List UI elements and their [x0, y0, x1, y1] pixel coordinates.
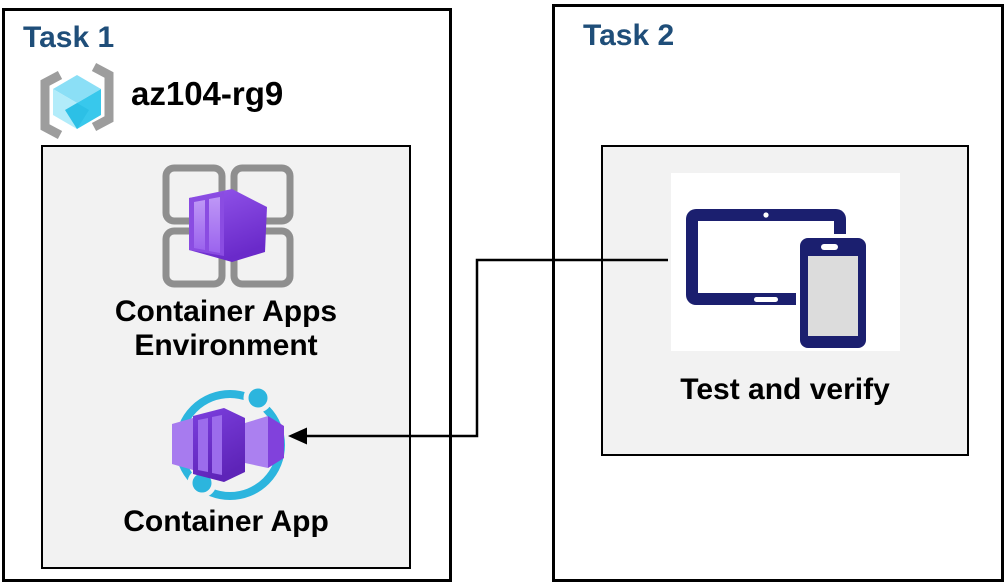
devices-icon-panel: [671, 173, 900, 351]
task2-panel: Test and verify: [601, 145, 969, 456]
container-apps-environment-label: Container Apps Environment: [114, 295, 338, 362]
task1-resource-panel: Container Apps Environment: [41, 145, 411, 569]
container-app-label: Container App: [123, 505, 329, 538]
test-and-verify-label: Test and verify: [680, 373, 890, 406]
resource-group-icon: [40, 63, 114, 139]
task1-box: Task 1 az104-rg9: [2, 8, 452, 582]
devices-icon: [686, 209, 870, 351]
resource-group-name: az104-rg9: [131, 75, 284, 112]
container-apps-environment-icon: [162, 164, 294, 288]
task1-title: Task 1: [23, 21, 115, 54]
task2-box: Task 2 Test and verify: [552, 4, 1004, 582]
container-app-icon: [172, 383, 285, 500]
task2-title: Task 2: [583, 19, 675, 52]
